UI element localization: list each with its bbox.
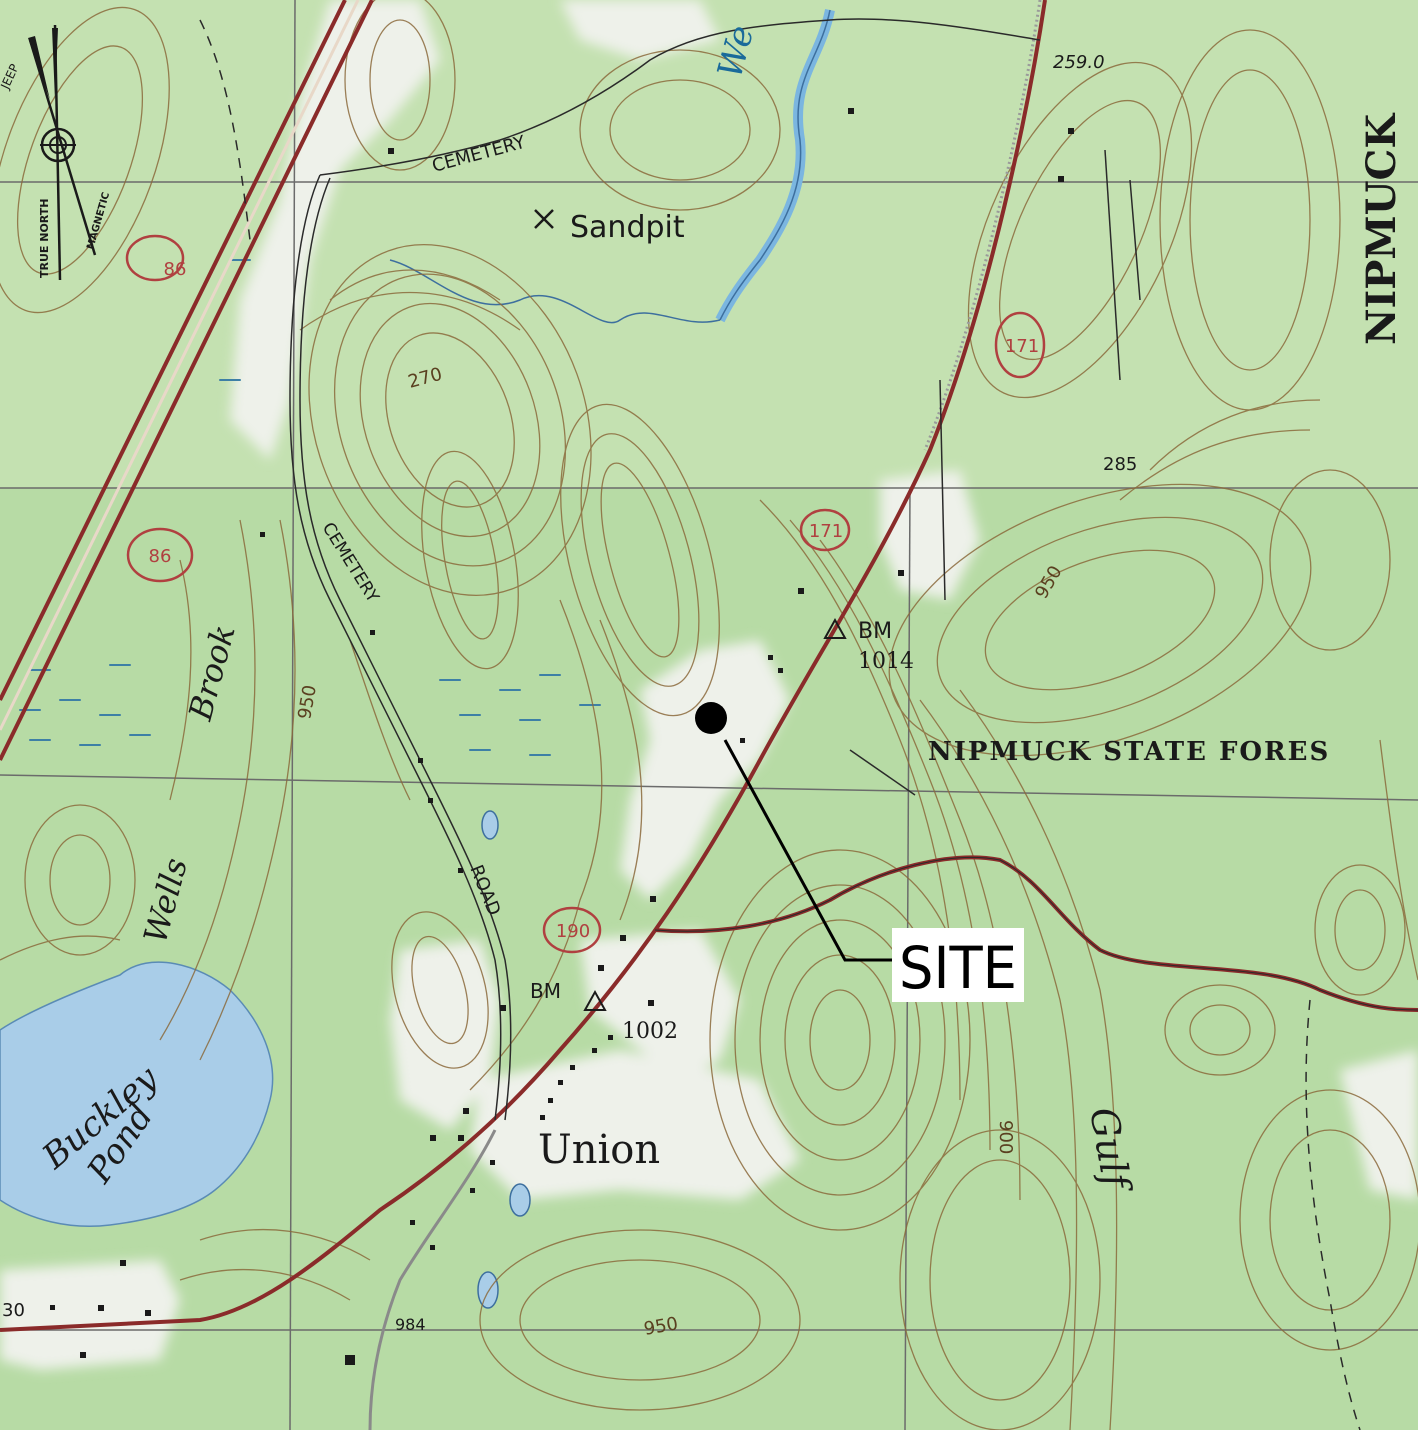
site-marker xyxy=(695,702,727,734)
bm-lower-value: 1002 xyxy=(622,1019,678,1044)
route-shield-86-top: 86 xyxy=(164,259,187,280)
nipmuck-label: NIPMUCK xyxy=(1358,113,1405,345)
stream-west-branch xyxy=(389,259,721,324)
route-86-highway xyxy=(0,0,374,761)
boundary-lines xyxy=(849,149,1141,796)
site-callout: SITE xyxy=(695,702,1024,1002)
route-171-road-gray xyxy=(923,0,1042,451)
wells-brook-stream-edge xyxy=(719,9,831,321)
elevation-30: 30 xyxy=(2,1300,25,1321)
sandpit-label: Sandpit xyxy=(570,210,685,245)
site-label-box xyxy=(892,928,1024,1002)
route-shield-171-top: 171 xyxy=(1005,336,1039,357)
sandpit-symbol xyxy=(534,209,554,229)
north-arrow: TRUE NORTH MAGNETIC xyxy=(28,24,112,281)
elevation-984: 984 xyxy=(395,1315,426,1334)
route-86-median xyxy=(0,0,360,731)
cemetery-road xyxy=(289,18,1041,1121)
bm-upper-value: 1014 xyxy=(858,649,914,674)
elevation-259: 259.0 xyxy=(1053,52,1105,73)
vegetation-upper-sheet xyxy=(0,0,1418,488)
route-171-road xyxy=(0,0,1047,1332)
route-shields xyxy=(125,234,1046,954)
bm-upper-label: BM xyxy=(858,619,892,644)
route-shield-190: 190 xyxy=(556,921,590,942)
route-shield-86-mid: 86 xyxy=(149,546,172,567)
south-road xyxy=(368,1129,497,1430)
elevation-900: 900 xyxy=(995,1120,1016,1154)
route-shield-171-mid: 171 xyxy=(809,521,843,542)
site-label: SITE xyxy=(899,934,1017,1002)
elevation-285: 285 xyxy=(1103,454,1137,475)
swamp-marks xyxy=(19,259,601,756)
state-forest-label: NIPMUCK STATE FORES xyxy=(928,737,1330,767)
east-road-outline xyxy=(654,856,1418,1011)
site-leader-line xyxy=(723,739,892,962)
union-label: Union xyxy=(538,1127,660,1173)
building-markers xyxy=(50,108,1074,1365)
buckley-pond xyxy=(0,961,274,1228)
trails xyxy=(199,19,1361,1430)
benchmark-markers xyxy=(583,617,847,1011)
bm-lower-label: BM xyxy=(530,979,561,1003)
small-ponds xyxy=(477,810,531,1309)
true-north-label: TRUE NORTH xyxy=(38,199,51,279)
